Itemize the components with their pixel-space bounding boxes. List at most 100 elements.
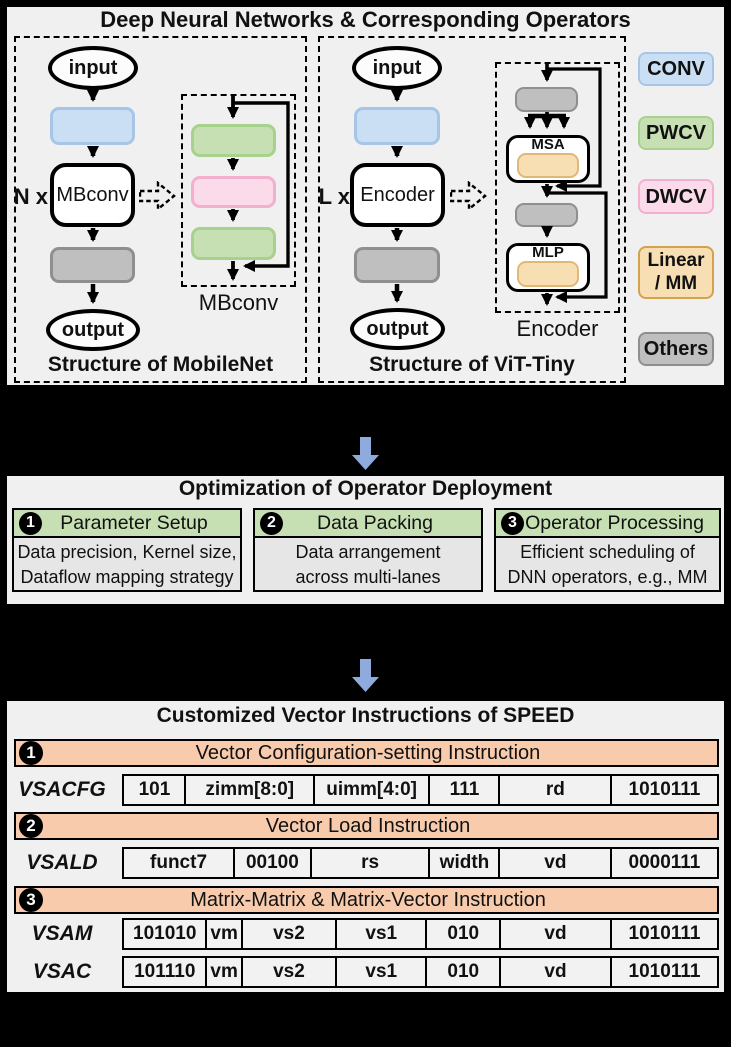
encoder-detail-box [495, 62, 620, 313]
mbconv-pwcv-box-1 [191, 124, 276, 157]
instr-1-badge: 1 [19, 741, 43, 765]
mobilenet-others-box [50, 247, 135, 283]
encoder-others-box-2 [515, 203, 578, 227]
vit-encoder-block: Encoder [350, 163, 445, 227]
banner-vector-config: 1 Vector Configuration-setting Instructi… [14, 739, 719, 767]
instruction-field-cell: vd [498, 918, 613, 950]
mobilenet-output-node: output [46, 309, 140, 351]
banner-matrix-instruction: 3 Matrix-Matrix & Matrix-Vector Instruct… [14, 886, 719, 914]
dashed-arrow-right-icon [450, 181, 487, 211]
card-body-text: Efficient scheduling of DNN operators, e… [507, 542, 708, 587]
instruction-field-cell: 101010 [122, 918, 208, 950]
instruction-field-cell: rd [498, 774, 613, 806]
instruction-field-cell: 010 [425, 918, 502, 950]
flow-arrow-down-icon [352, 659, 379, 692]
mbconv-detail-caption: MBconv [198, 290, 279, 315]
vit-structure-box [318, 36, 626, 383]
legend-chip-linear-mm: Linear / MM [638, 246, 714, 299]
mobilenet-structure-box [14, 36, 307, 383]
card-header: 1 Parameter Setup [14, 510, 240, 538]
step-2-badge: 2 [260, 511, 283, 535]
instruction-field-cell: 111 [428, 774, 501, 806]
step-1-badge: 1 [19, 511, 42, 535]
instruction-field-cell: vs2 [240, 918, 338, 950]
instruction-field-cell: vd [498, 956, 613, 988]
mobilenet-conv-box [50, 107, 135, 145]
instruction-field-cell: 1010111 [609, 774, 719, 806]
encoder-msa-label: MSA [531, 136, 565, 153]
instruction-field-cell: 101110 [122, 956, 208, 988]
instruction-field-cell: 00100 [232, 847, 313, 879]
instruction-mnemonic: VSAM [31, 922, 93, 945]
legend-chip-pwcv: PWCV [638, 116, 714, 150]
panel3-title: Customized Vector Instructions of SPEED [156, 704, 575, 727]
flow-arrow-down-icon [352, 437, 379, 470]
instruction-field-cell: vd [498, 847, 613, 879]
mbconv-pwcv-box-2 [191, 227, 276, 260]
card-body-text: Data arrangement across multi-lanes [295, 542, 441, 587]
banner-vector-load: 2 Vector Load Instruction [14, 812, 719, 840]
instruction-field-cell: vs1 [334, 918, 428, 950]
instruction-field-cell: zimm[8:0] [184, 774, 316, 806]
instruction-field-cell: 0000111 [609, 847, 719, 879]
instruction-field-cell: vm [204, 956, 244, 988]
step-3-badge: 3 [501, 511, 524, 535]
vit-repeat-label: L x [318, 184, 350, 209]
instruction-field-cell: uimm[4:0] [312, 774, 431, 806]
instruction-field-cell: vm [204, 918, 244, 950]
encoder-detail-caption: Encoder [516, 316, 599, 341]
card-header-label: Data Packing [317, 511, 433, 534]
instruction-field-cell: funct7 [122, 847, 236, 879]
instruction-field-cell: width [428, 847, 501, 879]
mobilenet-caption: Structure of MobileNet [47, 353, 274, 376]
vit-conv-box [354, 107, 440, 145]
mobilenet-repeat-label: N x [13, 184, 48, 209]
instruction-field-cell: 010 [425, 956, 502, 988]
instruction-mnemonic: VSACFG [18, 778, 106, 801]
dashed-arrow-right-icon [139, 181, 176, 211]
instruction-mnemonic: VSAC [32, 960, 92, 983]
legend-chip-conv: CONV [638, 52, 714, 86]
mbconv-dwcv-box [191, 176, 276, 208]
encoder-mlp-label: MLP [532, 244, 564, 261]
mobilenet-mbconv-block: MBconv [50, 163, 135, 227]
instruction-field-cell: vs2 [240, 956, 338, 988]
card-data-packing: 2 Data Packing Data arrangement across m… [253, 508, 483, 592]
card-header-label: Operator Processing [525, 511, 704, 534]
instruction-field-cell: rs [309, 847, 431, 879]
vit-others-box [354, 247, 440, 283]
banner-label: Vector Configuration-setting Instruction [195, 741, 541, 764]
card-header-label: Parameter Setup [60, 511, 208, 534]
banner-label: Matrix-Matrix & Matrix-Vector Instructio… [190, 888, 546, 911]
panel2-title: Optimization of Operator Deployment [178, 477, 553, 500]
instruction-mnemonic: VSALD [26, 851, 98, 874]
card-parameter-setup: 1 Parameter Setup Data precision, Kernel… [12, 508, 242, 592]
card-body-text: Data precision, Kernel size, Dataflow ma… [17, 542, 237, 587]
vit-input-node: input [352, 46, 442, 90]
vit-output-node: output [350, 308, 445, 350]
instruction-field-cell: vs1 [334, 956, 428, 988]
mobilenet-input-node: input [48, 46, 138, 90]
encoder-msa-linear-box [517, 153, 579, 178]
legend-chip-others: Others [638, 332, 714, 366]
card-header: 2 Data Packing [255, 510, 481, 538]
mbconv-detail-box [181, 94, 296, 287]
instr-3-badge: 3 [19, 888, 43, 912]
encoder-others-box-1 [515, 87, 578, 112]
card-header: 3 Operator Processing [496, 510, 719, 538]
instruction-field-cell: 1010111 [609, 918, 719, 950]
card-operator-processing: 3 Operator Processing Efficient scheduli… [494, 508, 721, 592]
banner-label: Vector Load Instruction [265, 814, 471, 837]
instruction-field-cell: 1010111 [609, 956, 719, 988]
instruction-field-cell: 101 [122, 774, 187, 806]
instr-2-badge: 2 [19, 814, 43, 838]
